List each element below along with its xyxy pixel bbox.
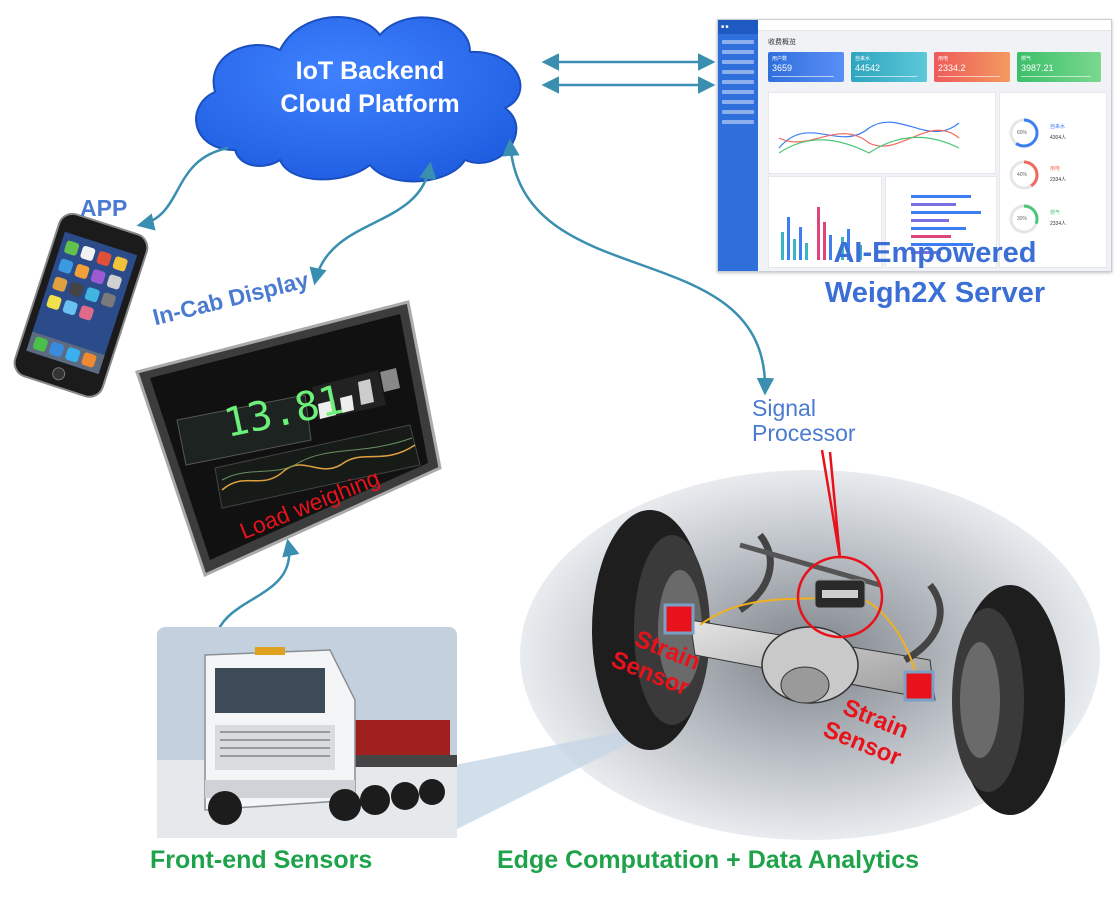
arrow-cloud-display	[309, 161, 437, 286]
dashboard-line-chart	[778, 121, 960, 154]
kpi-name: 用电	[938, 56, 949, 62]
kpi-value: 44542	[855, 63, 881, 73]
dashboard-hbar-chart	[911, 195, 981, 254]
kpi-card-gas: 燃气 3987.21	[1017, 52, 1101, 82]
ring-pct: 60%	[1017, 130, 1028, 136]
cloud-label-line1: IoT Backend	[295, 57, 445, 85]
in-cab-display-device	[135, 300, 442, 578]
light-beam	[455, 728, 655, 830]
ring-pct: 40%	[1017, 172, 1028, 178]
server-label: AI-Empowered Weigh2X Server	[800, 233, 1070, 313]
ring-pct: 30%	[1017, 216, 1028, 222]
truck-illustration	[157, 627, 457, 838]
kpi-card-power: 用电 2334.2	[934, 52, 1010, 82]
server-label-line1: AI-Empowered	[833, 237, 1037, 269]
kpi-name: 自来水	[855, 56, 871, 62]
kpi-bar	[938, 75, 1000, 77]
cloud-label: IoT Backend Cloud Platform	[255, 55, 485, 121]
kpi-bar	[1021, 75, 1091, 77]
dashboard-sidebar-item[interactable]	[722, 100, 754, 104]
kpi-card-water: 自来水 44542	[851, 52, 927, 82]
arrow-cloud-processor	[502, 138, 775, 396]
ring-value: 2334人	[1050, 221, 1067, 227]
axle-assembly	[592, 449, 1065, 815]
signal-processor-label: Signal Processor	[752, 396, 856, 446]
signal-processor-line2: Processor	[752, 420, 856, 446]
dashboard-brand: ■ ■	[718, 20, 758, 34]
kpi-bar	[855, 75, 917, 77]
signal-processor-line1: Signal	[752, 395, 816, 421]
edge-computation-label: Edge Computation + Data Analytics	[497, 846, 920, 874]
kpi-bar	[772, 75, 834, 77]
dashboard-bar-chart-panel	[768, 176, 882, 268]
front-end-sensors-label: Front-end Sensors	[150, 846, 373, 874]
ring-name: 燃气	[1050, 210, 1061, 216]
dashboard-sidebar-item[interactable]	[722, 70, 754, 74]
dashboard-sidebar-item[interactable]	[722, 110, 754, 114]
kpi-value: 3987.21	[1021, 63, 1054, 73]
kpi-card-users: 用户数 3659	[768, 52, 844, 82]
dashboard-topbar	[758, 20, 1111, 31]
dashboard-rings-panel: 60% 自来水 4304人 40% 用电 2334人 30% 燃气 2334人	[999, 92, 1107, 268]
phone-app-icons	[26, 240, 128, 375]
cloud-label-line2: Cloud Platform	[280, 90, 460, 118]
dashboard-sidebar-item[interactable]	[722, 60, 754, 64]
dashboard-line-chart-panel	[768, 92, 996, 174]
dashboard-sidebar-item[interactable]	[722, 120, 754, 124]
dashboard-hbar-panel	[885, 176, 997, 268]
kpi-value: 3659	[772, 63, 793, 73]
ring-value: 2334人	[1050, 177, 1067, 183]
dashboard-sidebar-item[interactable]	[722, 50, 754, 54]
dashboard-bar-chart	[781, 207, 862, 260]
server-label-line2: Weigh2X Server	[824, 277, 1046, 309]
server-dashboard: ■ ■ 收费概览 用户数 3659 自来水 44542 用电 2334.2 燃气…	[717, 19, 1112, 272]
dashboard-sidebar-item[interactable]	[722, 80, 754, 84]
kpi-value: 2334.2	[938, 63, 966, 73]
ring-name: 用电	[1050, 166, 1061, 172]
dashboard-sidebar: ■ ■	[718, 20, 758, 271]
arrow-cloud-app	[136, 146, 229, 231]
kpi-name: 燃气	[1021, 56, 1032, 62]
ring-value: 4304人	[1050, 135, 1067, 141]
dashboard-rings	[1009, 118, 1039, 234]
dashboard-title: 收费概览	[768, 39, 796, 46]
phone-device	[13, 212, 149, 398]
dashboard-sidebar-item[interactable]	[722, 90, 754, 94]
ring-name: 自来水	[1050, 124, 1066, 130]
app-label: APP	[80, 195, 128, 221]
kpi-name: 用户数	[772, 56, 788, 62]
dashboard-sidebar-item[interactable]	[722, 40, 754, 44]
